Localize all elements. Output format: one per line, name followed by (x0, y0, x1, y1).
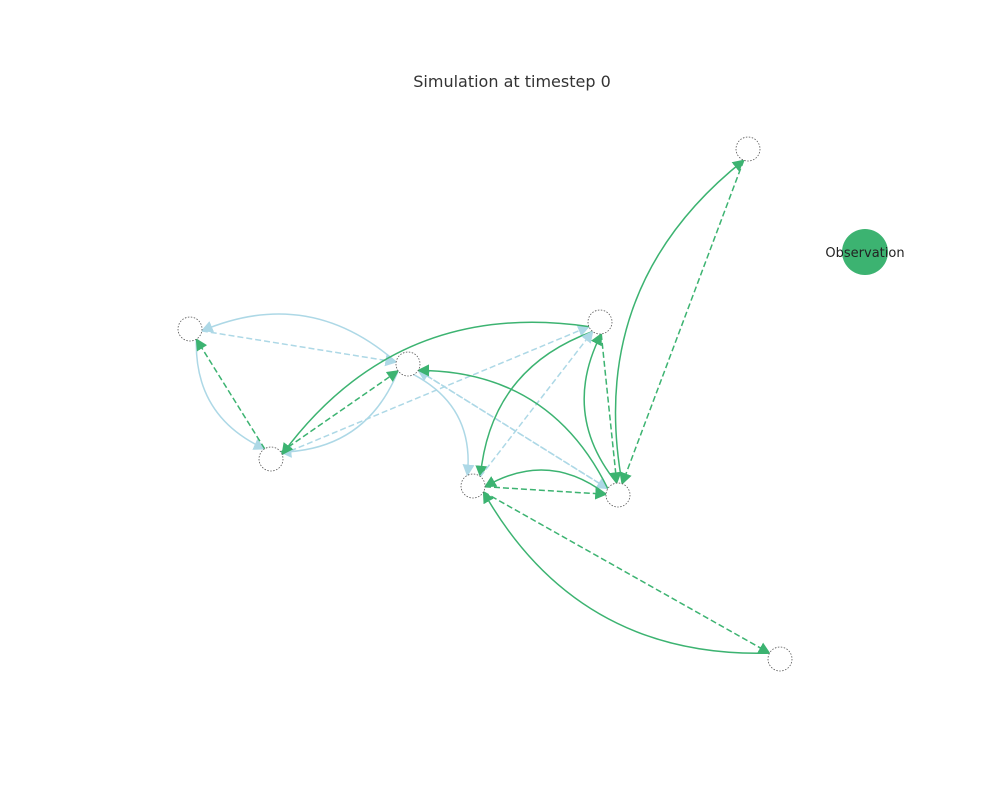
edge-n7-n5 (583, 332, 618, 484)
edge-n7-n1 (614, 159, 745, 484)
edge-n7-n6 (483, 469, 607, 495)
graph-node-n4 (258, 446, 284, 472)
edge-n5-n6 (475, 330, 593, 478)
edge-n4-n5 (281, 325, 591, 456)
edge-n5-n7 (600, 333, 622, 485)
edge-n4-n3 (280, 370, 400, 453)
edge-n2-n3 (201, 330, 398, 367)
edges-layer (195, 159, 771, 654)
graph-node-n2 (177, 316, 203, 342)
graph-node-n1 (735, 136, 761, 162)
edge-n3-n4 (279, 370, 399, 458)
edge-n7-n3 (417, 369, 609, 490)
edge-n3-n6 (413, 373, 475, 477)
graph-node-n5 (587, 309, 613, 335)
graph-node-n7 (605, 482, 631, 508)
graph-node-n8 (767, 646, 793, 672)
edge-n8-n6 (482, 490, 770, 654)
edge-n5-n4 (281, 321, 590, 456)
graph-node-n6 (460, 473, 486, 499)
edge-n7-n3 (416, 364, 609, 489)
edge-n6-n7 (484, 485, 608, 500)
edge-n2-n4 (195, 339, 266, 450)
diagram-title: Simulation at timestep 0 (413, 72, 611, 91)
graph-node-n3 (395, 351, 421, 377)
observation-node: Observation (825, 229, 905, 275)
edge-n4-n2 (195, 338, 266, 450)
edge-n6-n8 (483, 491, 771, 654)
edge-n1-n7 (620, 159, 745, 485)
nodes-layer (177, 136, 793, 672)
observation-label: Observation (825, 246, 904, 261)
edge-n3-n2 (200, 313, 397, 363)
